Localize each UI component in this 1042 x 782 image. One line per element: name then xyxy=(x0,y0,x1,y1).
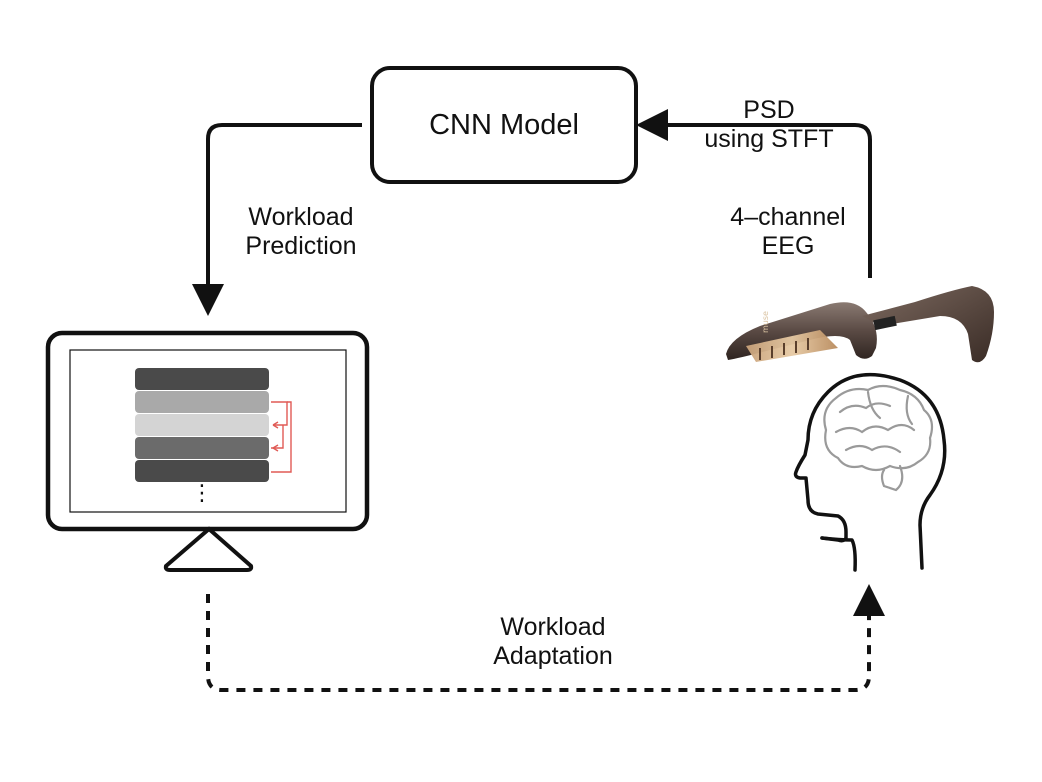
adaptation-label-line-2: Adaptation xyxy=(493,642,613,670)
prediction-label: Workload Prediction xyxy=(218,203,384,261)
adaptation-label: Workload Adaptation xyxy=(460,613,646,671)
adaptation-label-line-1: Workload xyxy=(500,613,606,641)
prediction-label-line-2: Prediction xyxy=(245,232,357,260)
psd-label-line-1: PSD xyxy=(743,96,795,124)
eeg-headband-icon: muse xyxy=(726,286,994,363)
cnn-model-label: CNN Model xyxy=(429,108,579,141)
eeg-label-line-2: EEG xyxy=(761,232,815,260)
eeg-label-line-1: 4–channel xyxy=(730,203,846,231)
reorder-arrows xyxy=(271,401,292,473)
headband-brand: muse xyxy=(761,311,770,333)
psd-label-line-2: using STFT xyxy=(704,125,834,153)
adaptation-arrow xyxy=(206,584,885,692)
list-bar-3 xyxy=(135,414,269,436)
list-bar-5 xyxy=(135,460,269,482)
head-brain-icon xyxy=(793,372,947,572)
list-bar-4 xyxy=(135,437,269,459)
eeg-arrow xyxy=(636,109,872,278)
eeg-label: 4–channel EEG xyxy=(708,203,868,261)
prediction-arrow xyxy=(192,123,362,316)
list-bar-2 xyxy=(135,391,269,413)
brain-icon xyxy=(823,384,934,492)
list-ellipsis: ⋮ xyxy=(191,481,213,506)
monitor-icon xyxy=(45,330,370,572)
psd-label: PSD using STFT xyxy=(694,96,844,154)
prediction-label-line-1: Workload xyxy=(248,203,354,231)
list-bar-1 xyxy=(135,368,269,390)
